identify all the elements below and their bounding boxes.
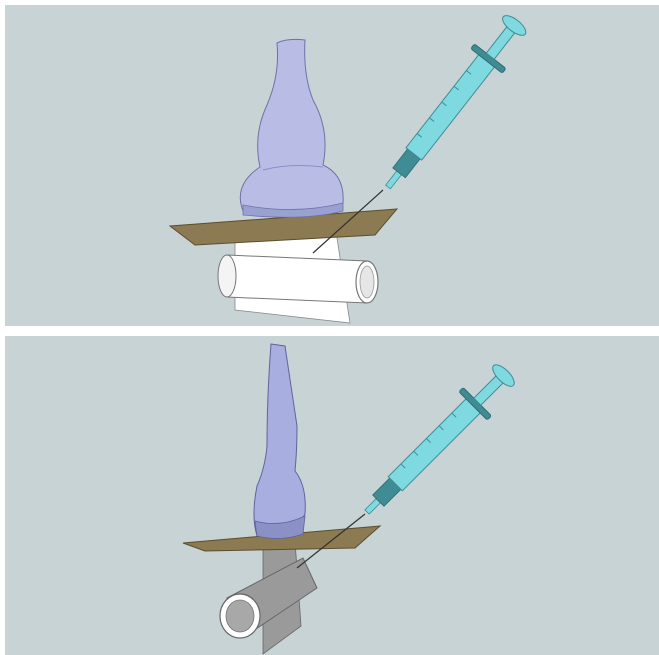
in-plane-panel bbox=[5, 5, 659, 326]
out-of-plane-illustration bbox=[5, 336, 659, 655]
panel-background bbox=[5, 336, 659, 655]
in-plane-illustration bbox=[5, 5, 659, 326]
blood-vessel bbox=[218, 255, 378, 303]
out-of-plane-panel bbox=[5, 336, 659, 655]
